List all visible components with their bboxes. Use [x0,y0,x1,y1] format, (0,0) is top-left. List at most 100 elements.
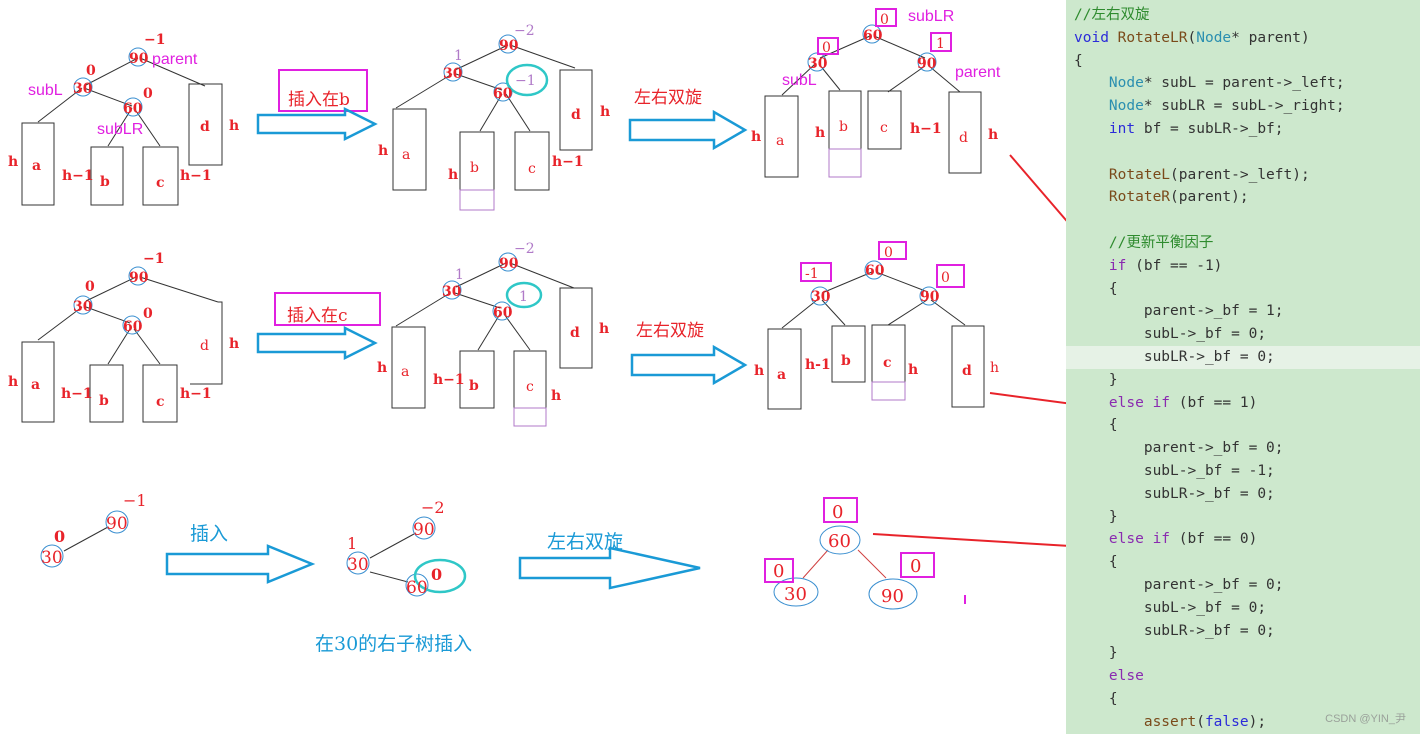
pointer-arrow-bf-m1 [1009,154,1066,222]
node-60: 60 [123,319,143,335]
node-60: 60 [123,101,143,117]
node-60: 60 [493,305,513,321]
subtree-a: a [401,364,409,380]
watermark: CSDN @YIN_尹 [1325,713,1406,725]
node-30: 30 [442,284,462,300]
code-line: } [1074,369,1420,392]
subtree-a: a [31,377,40,393]
code-token: void [1074,29,1118,46]
row1-tree-inserted-text: 90 30 60 −2 1 −1 a b c d h h h−1 h [378,23,610,183]
node-90: 90 [106,514,128,534]
bf-label: 0 [832,502,843,523]
node-60: 60 [828,531,851,552]
height-label: h−1 [180,386,212,402]
row1-tree-rotated [764,8,982,178]
row1-tree-rotated-text: 60 30 90 0 0 1 a b c d h h h−1 h [751,12,998,149]
row2-tree-inserted-text: 90 30 60 −2 1 1 a b c d h h−1 h h [377,241,609,404]
subtree-c: c [156,394,165,410]
bf-label: −1 [515,73,536,89]
code-token: parent->_bf = 0; [1074,576,1284,593]
subtree-b: b [100,174,110,190]
subtree-b: b [839,119,848,135]
bf-label: 0 [822,40,831,56]
bf-label: 0 [143,306,153,322]
code-token: subLR->_bf = 0; [1074,348,1275,365]
code-token: (bf == 1) [1178,394,1258,411]
code-token: bf = subLR->_bf; [1143,120,1284,137]
bf-label: 0 [880,12,889,28]
code-token: RotateL [1074,166,1171,183]
node-60: 60 [493,86,513,102]
code-token: Node [1196,29,1232,46]
node-30: 30 [73,81,93,97]
height-label: h [229,118,239,134]
code-token: subLR->_bf = 0; [1074,622,1275,639]
node-90: 90 [129,270,149,286]
row1-tree-initial [21,47,223,206]
bf-label: 0 [773,561,784,582]
bf-label: −2 [514,23,535,39]
row1-rotate-arrow: 左右双旋 [628,88,748,151]
code-line [1074,141,1420,164]
code-line: void RotateLR(Node* parent) [1074,27,1420,50]
code-token: { [1074,417,1118,434]
code-token: Node [1074,75,1144,92]
code-token: assert [1074,713,1197,730]
node-30: 30 [443,66,463,82]
height-label: h [599,321,609,337]
row2-insert-arrow: 插入在c [256,292,381,361]
code-token: RotateLR [1117,29,1188,46]
code-line [1074,209,1420,232]
height-label: h [8,374,18,390]
code-line: assert(false); [1074,711,1420,734]
height-label: h [8,154,18,170]
sublabel-parent: parent [955,64,1001,81]
row3-rotate-arrow: 左右双旋 [518,531,701,590]
code-line: subL->_bf = -1; [1074,460,1420,483]
bf-label: −1 [143,251,164,267]
node-30: 30 [73,299,93,315]
pointer-arrow-bf-1 [989,392,1066,405]
row2-tree-initial-text: 90 30 60 −1 0 0 a b c d h h−1 h−1 h [8,251,239,410]
subtree-d: d [200,338,209,354]
code-line: { [1074,688,1420,711]
code-token: else if [1074,531,1179,548]
node-90: 90 [499,256,519,272]
code-token: int [1074,120,1144,137]
code-token: { [1074,280,1118,297]
insert-label: 插入 [190,523,228,545]
height-label: h−1 [62,168,94,184]
code-line: //更新平衡因子 [1074,232,1420,255]
bf-label: 1 [455,267,464,283]
bf-label: −2 [421,498,445,517]
code-line: RotateR(parent); [1074,186,1420,209]
height-label: h-1 [805,357,831,373]
code-token: //更新平衡因子 [1074,234,1214,251]
subtree-c: c [526,379,534,395]
node-30: 30 [811,289,831,305]
height-label: h−1 [552,154,584,170]
height-label: h [990,360,999,376]
subtree-d: d [200,119,210,135]
code-line: parent->_bf = 0; [1074,437,1420,460]
row1-tree-initial-labels: subL subLR parent [28,51,198,138]
subtree-a: a [402,147,410,163]
node-60: 60 [406,578,428,598]
subtree-b: b [841,353,851,369]
code-line: { [1074,551,1420,574]
insert-b-label: 插入在b [288,90,350,110]
height-label: h [815,125,825,141]
code-token: parent->_bf = 1; [1074,303,1284,320]
pointer-arrow-bf-0 [872,533,1066,547]
code-token: else if [1074,394,1179,411]
code-token: } [1074,371,1118,388]
code-token: (parent->_left); [1170,166,1310,183]
code-token: RotateR [1074,189,1171,206]
code-line: subL->_bf = 0; [1074,597,1420,620]
code-line: RotateL(parent->_left); [1074,164,1420,187]
code-token: * subL = parent->_left; [1143,75,1345,92]
node-60: 60 [863,28,883,44]
code-token: subL->_bf = 0; [1074,326,1267,343]
row2-rotate-arrow: 左右双旋 [630,321,748,386]
height-label: h [754,363,764,379]
